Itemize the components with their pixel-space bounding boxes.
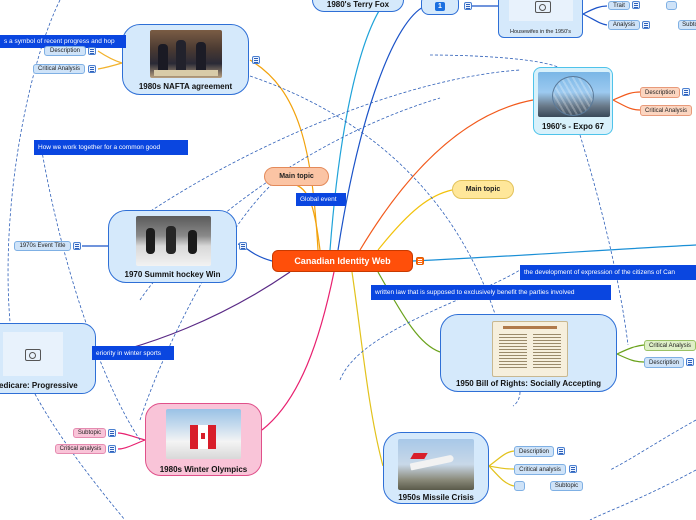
subtopic-description[interactable]: Description (514, 446, 554, 457)
note-citizens: the development of expression of the cit… (520, 265, 696, 280)
branch-line-medicare (95, 271, 291, 358)
subtopic-analysis[interactable]: Analysis (608, 20, 640, 30)
menu-icon[interactable] (73, 242, 81, 250)
node-hockey[interactable]: 1970 Summit hockey Win (108, 210, 237, 283)
number-one-icon: 1 (435, 2, 445, 11)
subtopic-blank[interactable] (514, 481, 525, 491)
main-topic-orange[interactable]: Main topic (264, 167, 329, 186)
node-hockey-title: 1970 Summit hockey Win (124, 270, 221, 279)
node-housewives-title: Housewifes in the 1950's (510, 29, 571, 35)
menu-icon[interactable] (569, 465, 577, 473)
central-topic-title: Canadian Identity Web (294, 256, 391, 266)
note-winter-sports: eriority in winter sports (92, 346, 174, 360)
node-nafta-title: 1980s NAFTA agreement (138, 82, 233, 91)
node-bill-of-rights-title: 1950 Bill of Rights: Socially Accepting (455, 379, 602, 388)
node-winter-olympics-title: 1980s Winter Olympics (159, 465, 248, 474)
central-topic[interactable]: Canadian Identity Web (272, 250, 413, 272)
subtopic-description[interactable]: Description (44, 46, 86, 56)
node-missile-crisis-title: 1950s Missile Crisis (398, 493, 474, 502)
node-medicare[interactable]: edicare: Progressive (0, 323, 96, 394)
subtopic-subtopic[interactable]: Subtopic (73, 428, 106, 438)
menu-icon[interactable] (252, 56, 260, 64)
main-topic-yellow[interactable]: Main topic (452, 180, 514, 199)
menu-icon[interactable] (557, 447, 565, 455)
branch-line-terry-fox (329, 5, 383, 251)
menu-icon[interactable] (642, 21, 650, 29)
menu-icon[interactable] (88, 65, 96, 73)
node-bill-of-rights[interactable]: 1950 Bill of Rights: Socially Accepting (440, 314, 617, 392)
node-nafta[interactable]: 1980s NAFTA agreement (122, 24, 249, 95)
branch-line-right (412, 244, 696, 262)
note-written-law: written law that is supposed to exclusiv… (371, 285, 611, 300)
branch-line-main-topic-yellow (377, 189, 453, 251)
menu-icon[interactable] (239, 242, 247, 250)
image-placeholder (3, 332, 63, 376)
subtopic-critical-analysis[interactable]: Critical analysis (55, 444, 106, 454)
olympics-photo (166, 409, 241, 459)
node-medicare-title: edicare: Progressive (0, 381, 78, 390)
branch-line-badge (337, 5, 426, 251)
subtopic-trait[interactable]: Trait (608, 1, 630, 10)
note-common-good: How we work together for a common good (34, 140, 188, 155)
subtopic-critical-analysis[interactable]: Critical Analysis (640, 105, 692, 116)
node-expo-title: 1960's - Expo 67 (542, 122, 604, 131)
menu-icon[interactable] (464, 2, 472, 10)
nafta-photo (150, 30, 222, 78)
camera-icon (25, 349, 41, 361)
missile-photo (398, 439, 474, 490)
node-terry-fox[interactable]: 1980's Terry Fox (312, 0, 404, 12)
node-numbered-badge[interactable]: 1 (421, 0, 459, 15)
subtopic-critical-analysis[interactable]: Critical analysis (514, 464, 566, 475)
subtopic-description[interactable]: Description (640, 87, 680, 98)
menu-icon[interactable] (686, 358, 694, 366)
note-global-event: Global event (296, 193, 346, 206)
menu-icon[interactable] (108, 445, 116, 453)
menu-icon[interactable] (416, 257, 424, 265)
menu-icon[interactable] (108, 429, 116, 437)
node-winter-olympics[interactable]: 1980s Winter Olympics (145, 403, 262, 476)
subtopic-subtopic[interactable]: Subtopic (550, 481, 583, 491)
note-progress: s a symbol of recent progress and hop (0, 35, 126, 48)
subtopic-event-title[interactable]: 1970s Event Title (14, 241, 71, 251)
number-badge-label: 1 (438, 3, 442, 10)
camera-icon (535, 1, 551, 13)
subtopic-critical-analysis[interactable]: Critical Analysis (644, 340, 696, 351)
menu-icon[interactable] (88, 47, 96, 55)
branch-line-expo (359, 99, 534, 251)
branch-line-missile (351, 271, 384, 467)
node-terry-fox-title: 1980's Terry Fox (326, 0, 390, 9)
subtopic-blank[interactable] (666, 1, 677, 10)
node-missile-crisis[interactable]: 1950s Missile Crisis (383, 432, 489, 504)
hockey-photo (136, 216, 211, 266)
node-housewives[interactable]: Housewifes in the 1950's (498, 0, 583, 38)
subtopic-description[interactable]: Description (644, 357, 684, 368)
subtopic-subto[interactable]: Subto (678, 20, 696, 30)
branch-line-nafta (249, 59, 319, 251)
node-expo[interactable]: 1960's - Expo 67 (533, 67, 613, 135)
menu-icon[interactable] (682, 88, 690, 96)
expo-photo (538, 72, 610, 117)
subtopic-critical-analysis[interactable]: Critical Analysis (33, 64, 85, 74)
bill-photo (492, 321, 568, 377)
image-placeholder (509, 0, 573, 21)
menu-icon[interactable] (632, 1, 640, 9)
branch-line-olympics (261, 271, 335, 431)
